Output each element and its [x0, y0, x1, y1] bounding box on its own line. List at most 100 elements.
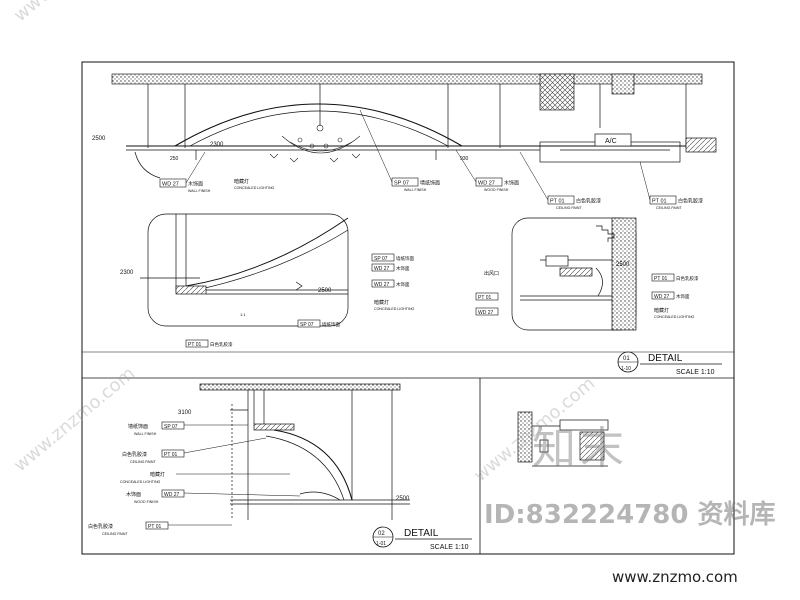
tag-cn: 白色乳胶漆 — [576, 198, 601, 205]
zoom-left-tag-1: SP 07 墙纸饰面 — [371, 253, 414, 262]
tag-cn: 木饰面 — [396, 281, 410, 288]
tag-cn: 白色乳胶漆 — [678, 198, 703, 205]
tag-cn: 墙纸饰面 — [420, 180, 440, 187]
detail3-drawing — [517, 411, 609, 467]
detail1-title: DETAIL — [648, 353, 683, 364]
tag-en: CEILING PAINT — [556, 206, 582, 210]
tag-code: WD 27 — [162, 182, 179, 188]
tag-en: WALL FINISH — [188, 189, 211, 193]
zoom-left-hidden-light: 暗藏灯 CONCEALED LIGHTING — [374, 299, 415, 311]
zoom-right-tag-4: WD 27 木饰面 — [651, 291, 690, 300]
zoom-left-dim-3: 1:1 — [240, 312, 246, 317]
tag-code: SP 07 — [164, 424, 178, 430]
chandelier — [269, 124, 361, 163]
tag-cn: 白色乳胶漆 — [122, 451, 147, 458]
tag-cn: 白色乳胶漆 — [88, 523, 113, 530]
ac-label: A/C — [605, 138, 617, 145]
detail1-title-block: 01 1-10 DETAIL SCALE 1:10 — [617, 351, 722, 376]
hidden-light-cn: 暗藏灯 — [374, 299, 389, 306]
tag-en: WALL FINISH — [134, 432, 157, 436]
zoom-right — [511, 217, 637, 331]
tag-cn: 墙纸饰面 — [322, 321, 340, 328]
detail2-tag-4: 白色乳胶漆 PT 01 CEILING PAINT — [88, 521, 169, 536]
zoom-left-dim-1: 2300 — [120, 270, 134, 276]
tag-code: PT 01 — [654, 276, 667, 282]
detail2-tag-3: 木饰面 WD 27 WOOD FINISH — [126, 489, 185, 504]
tag-code: WD 27 — [654, 294, 670, 300]
zoom-right-dim: 2500 — [616, 262, 630, 268]
tag-cn: 木饰面 — [676, 293, 690, 300]
detail1-circle-no: 01 — [623, 356, 630, 362]
hidden-light-en: CONCEALED LIGHTING — [654, 315, 695, 319]
hidden-light-cn: 暗藏灯 — [234, 178, 249, 185]
tag-code: PT 01 — [188, 342, 201, 348]
tag-en: WOOD FINISH — [134, 500, 159, 504]
tag-cn: 墙纸饰面 — [128, 423, 148, 430]
tag-en: CEILING PAINT — [656, 206, 682, 210]
zoom-right-tag-2: WD 27 — [475, 307, 499, 316]
detail1-elevation — [111, 73, 717, 179]
tag-en: WALL FINISH — [404, 188, 427, 192]
detail2-circle-no: 02 — [378, 531, 385, 537]
zoom-right-hidden-light: 暗藏灯 CONCEALED LIGHTING — [654, 307, 695, 319]
tag-code: WD 27 — [374, 282, 390, 288]
detail1-dim-2: 2300 — [210, 142, 224, 148]
tag-code: SP 07 — [374, 256, 388, 262]
tag-code: PT 01 — [148, 524, 161, 530]
detail1-circle-ref: 1-10 — [621, 366, 631, 372]
tag-en: CEILING PAINT — [102, 532, 128, 536]
detail1-tag-5: PT 01 白色乳胶漆 CEILING PAINT — [649, 195, 703, 210]
zoom-left-tag-2: WD 27 木饰面 — [371, 263, 410, 272]
tag-cn: 木饰面 — [504, 180, 519, 187]
detail2-circle-ref: 1-01 — [376, 541, 386, 547]
tag-cn: 木饰面 — [396, 265, 410, 272]
detail2-tag-2: 白色乳胶漆 PT 01 CEILING PAINT — [122, 449, 185, 464]
tag-en: WOOD FINISH — [484, 188, 509, 192]
detail1-scale: SCALE 1:10 — [676, 369, 715, 376]
tag-en: CEILING PAINT — [130, 460, 156, 464]
detail2-drawing — [199, 383, 410, 520]
tag-cn: 白色乳胶漆 — [210, 341, 233, 348]
tag-code: WD 27 — [164, 492, 180, 498]
tag-cn: 木饰面 — [188, 181, 203, 188]
detail1-dim-4: 930 — [460, 156, 469, 162]
detail1-dim-left: 2500 — [92, 136, 106, 142]
detail2-leaders — [168, 424, 301, 526]
detail1-tag-2: SP 07 墙纸饰面 WALL FINISH — [391, 177, 440, 192]
zoom-right-tag-1: PT 01 — [475, 292, 499, 301]
tag-code: PT 01 — [164, 452, 177, 458]
tag-code: PT 01 — [478, 295, 491, 301]
tag-code: PT 01 — [652, 199, 667, 205]
hidden-light-en: CONCEALED LIGHTING — [120, 480, 161, 484]
tag-code: WD 27 — [478, 181, 495, 187]
tag-cn: 墙纸饰面 — [396, 255, 414, 262]
zoom-left-tag-3: WD 27 木饰面 — [371, 279, 410, 288]
zoom-left-dim-2: 2500 — [318, 288, 332, 294]
detail2-tag-1: 墙纸饰面 SP 07 WALL FINISH — [128, 421, 185, 436]
detail1-leaders — [185, 109, 651, 201]
detail1-tag-3: WD 27 木饰面 WOOD FINISH — [475, 177, 519, 192]
detail2-title-block: 02 1-01 DETAIL SCALE 1:10 — [372, 526, 472, 551]
hidden-light-en: CONCEALED LIGHTING — [234, 186, 275, 190]
detail1-hidden-light: 暗藏灯 CONCEALED LIGHTING — [234, 178, 275, 190]
detail1-tag-4: PT 01 白色乳胶漆 CEILING PAINT — [547, 195, 601, 210]
tag-code: WD 27 — [478, 310, 494, 316]
zoom-left-tag-4: SP 07 墙纸饰面 — [297, 319, 340, 328]
hidden-light-en: CONCEALED LIGHTING — [374, 307, 415, 311]
hidden-light-cn: 暗藏灯 — [654, 307, 669, 314]
tag-code: SP 07 — [300, 322, 314, 328]
detail1-tag-1: WD 27 木饰面 WALL FINISH — [159, 178, 211, 193]
detail2-dim-1: 3100 — [178, 410, 192, 416]
zoom-left-tag-5: PT 01 白色乳胶漆 — [185, 339, 233, 348]
detail1-dim-3: 250 — [170, 156, 179, 162]
tag-cn: 木饰面 — [126, 491, 141, 498]
detail2-scale: SCALE 1:10 — [430, 544, 469, 551]
zoom-left — [140, 213, 349, 327]
tag-code: SP 07 — [394, 181, 409, 187]
tag-cn: 白色乳胶漆 — [676, 275, 699, 282]
hidden-light-cn: 暗藏灯 — [150, 471, 165, 478]
detail2-dim-2: 2500 — [396, 496, 410, 502]
detail2-title: DETAIL — [404, 528, 439, 539]
zoom-right-tag-3: PT 01 白色乳胶漆 — [651, 273, 699, 282]
